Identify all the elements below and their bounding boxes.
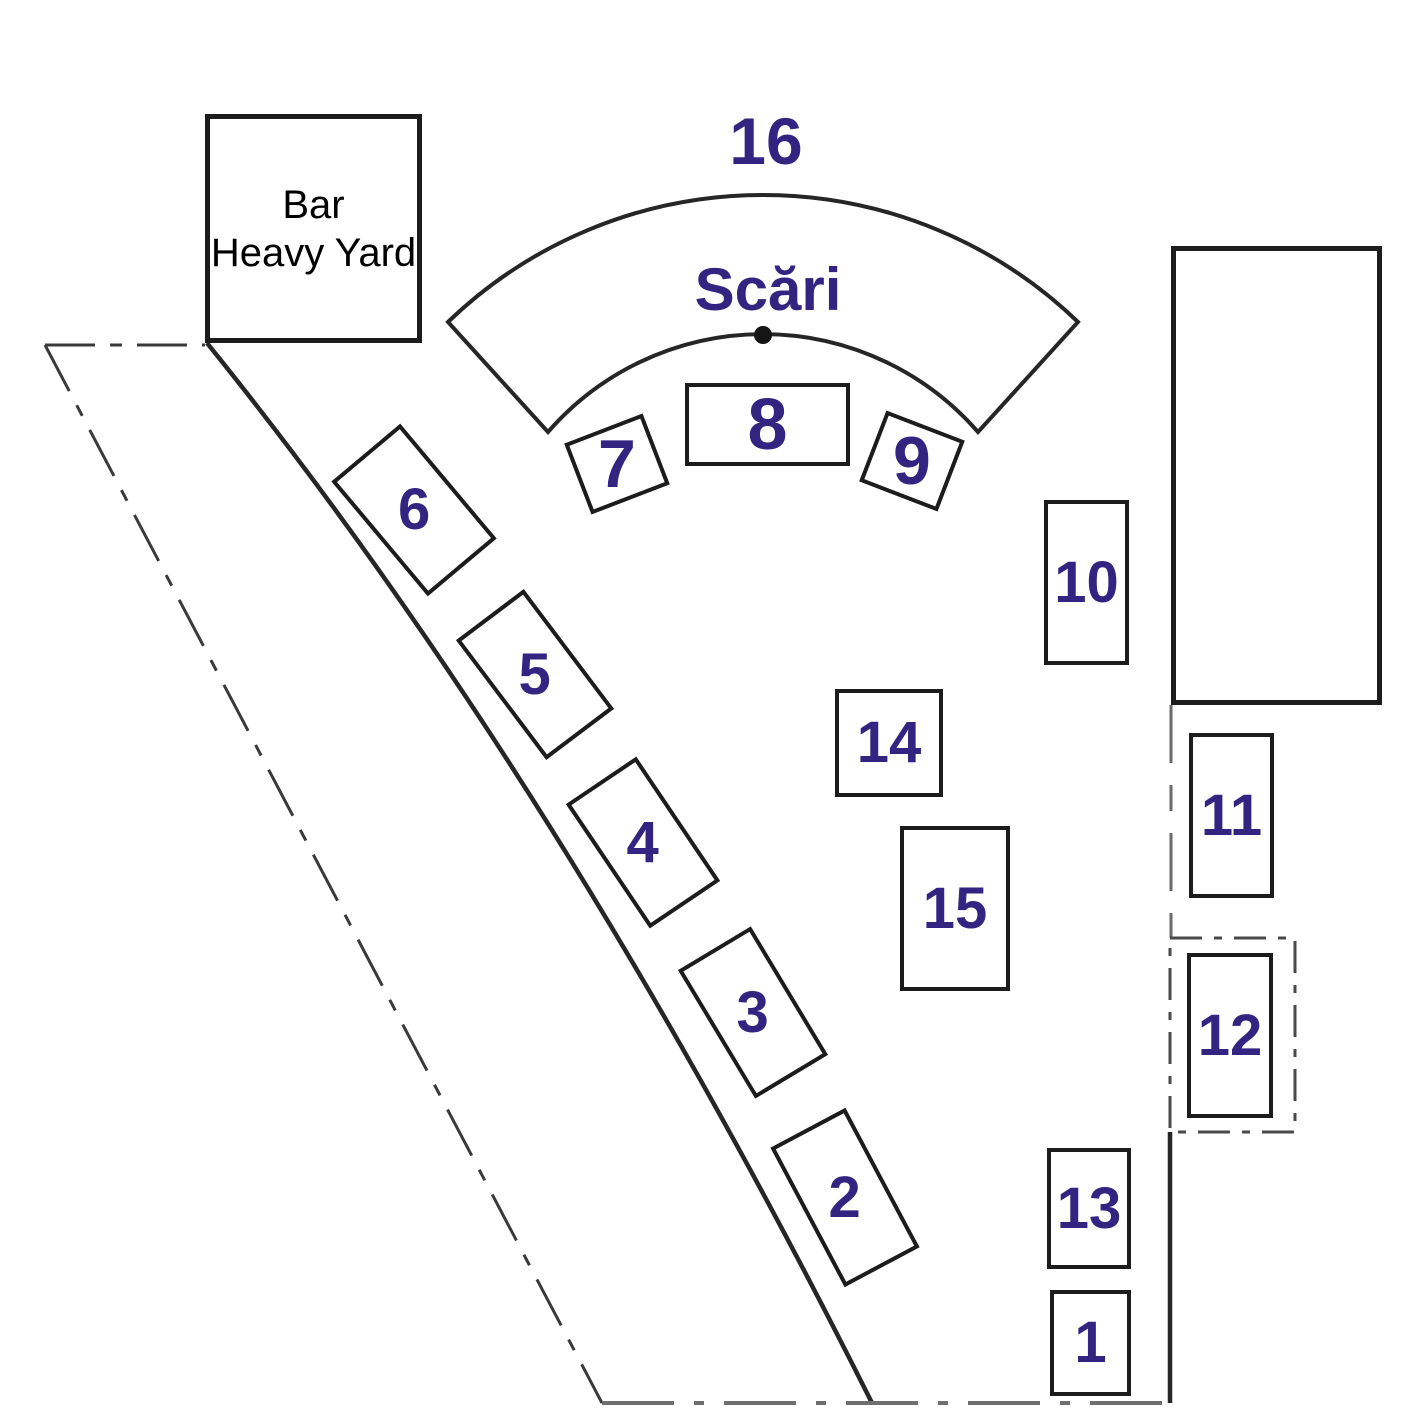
- stairs-label: Scări: [694, 256, 842, 323]
- table-3-label: 3: [736, 979, 770, 1045]
- table-8-label: 8: [747, 384, 788, 465]
- table-12[interactable]: 12: [1187, 953, 1273, 1118]
- table-4-label: 4: [626, 809, 660, 875]
- table-13[interactable]: 13: [1047, 1148, 1131, 1269]
- table-12-dashdot-enclosure: [1168, 936, 1297, 1134]
- table-14-label: 14: [856, 710, 922, 775]
- table-9-label: 9: [893, 422, 931, 499]
- table-15-label: 15: [922, 875, 988, 941]
- bar-label-line2: Heavy Yard: [210, 230, 417, 275]
- bar-label-line1: Bar: [282, 182, 345, 227]
- stairs-zone-16-outline[interactable]: [445, 192, 1081, 436]
- table-1-label: 1: [1074, 1310, 1107, 1375]
- table-11[interactable]: 11: [1189, 733, 1274, 898]
- table-13-label: 13: [1056, 1175, 1122, 1241]
- table-15[interactable]: 15: [900, 826, 1010, 991]
- boundary-diagonal-dashdot-line: [43, 344, 604, 1404]
- large-unlabeled-box[interactable]: [1171, 246, 1382, 705]
- bar-heavy-yard-box[interactable]: Bar Heavy Yard: [205, 114, 422, 343]
- table-11-label: 11: [1200, 782, 1263, 848]
- stairs-center-dot: [754, 326, 772, 344]
- table-14[interactable]: 14: [835, 689, 943, 797]
- table-1[interactable]: 1: [1050, 1290, 1131, 1396]
- table-16-label: 16: [729, 104, 803, 178]
- left-wall-line: [205, 341, 875, 1405]
- table-10-label: 10: [1054, 549, 1119, 615]
- table-12-label: 12: [1197, 1002, 1263, 1068]
- table-7-label: 7: [598, 426, 636, 503]
- table-10[interactable]: 10: [1044, 500, 1129, 665]
- table-8[interactable]: 8: [685, 383, 850, 466]
- table-2-label: 2: [828, 1164, 862, 1230]
- table-6-label: 6: [397, 476, 431, 542]
- table-5-label: 5: [518, 641, 552, 707]
